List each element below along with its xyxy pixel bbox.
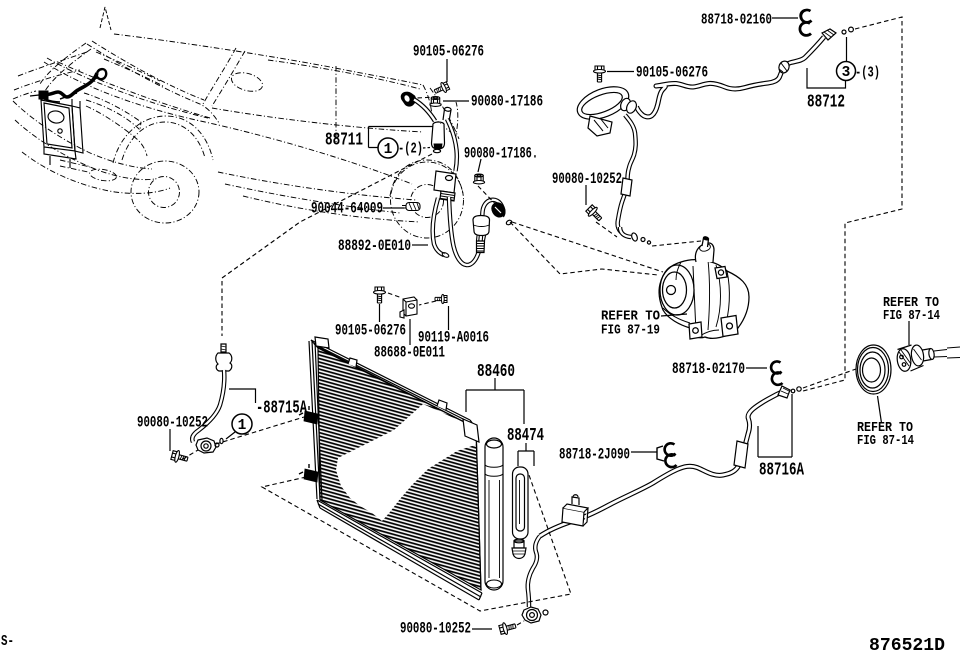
svg-text:90080-10252: 90080-10252 (137, 414, 208, 432)
svg-text:-88715A: -88715A (256, 399, 307, 419)
svg-text:88718-2J090: 88718-2J090 (559, 446, 630, 464)
svg-text:1: 1 (238, 418, 247, 434)
svg-text:REFER TO: REFER TO (857, 421, 913, 436)
svg-text:-(2): -(2) (398, 142, 423, 158)
svg-text:90080-17186.: 90080-17186. (464, 145, 538, 163)
svg-text:88716A: 88716A (759, 461, 804, 481)
svg-text:876521D: 876521D (869, 636, 945, 656)
svg-text:88718-02170: 88718-02170 (672, 360, 745, 378)
svg-text:FIG 87-14: FIG 87-14 (883, 309, 940, 324)
svg-text:3: 3 (842, 65, 851, 81)
svg-text:1: 1 (384, 142, 393, 158)
svg-text:88711: 88711 (325, 131, 363, 151)
svg-text:-(3): -(3) (855, 66, 880, 82)
svg-text:90105-06276: 90105-06276 (636, 64, 708, 82)
svg-text:90044-64009: 90044-64009 (311, 200, 383, 218)
svg-text:88718-02160: 88718-02160 (701, 13, 772, 29)
svg-text:90080-17186: 90080-17186 (471, 93, 543, 111)
svg-text:90119-A0016: 90119-A0016 (418, 329, 489, 347)
svg-text:90105-06276: 90105-06276 (413, 43, 484, 61)
svg-text:REFER TO: REFER TO (601, 310, 660, 325)
svg-text:90080-10252: 90080-10252 (552, 170, 622, 188)
svg-text:FIG 87-14: FIG 87-14 (857, 434, 914, 449)
svg-text:REFER TO: REFER TO (883, 296, 939, 311)
svg-text:88460: 88460 (477, 362, 515, 382)
svg-text:90080-10252: 90080-10252 (400, 620, 471, 638)
svg-text:90105-06276: 90105-06276 (335, 322, 406, 340)
svg-text:88892-0E010: 88892-0E010 (338, 237, 411, 255)
svg-text:S-: S- (1, 633, 14, 650)
svg-text:88474: 88474 (507, 426, 544, 446)
svg-text:88688-0E011: 88688-0E011 (374, 344, 445, 362)
svg-text:FIG 87-19: FIG 87-19 (601, 324, 660, 339)
svg-text:88712: 88712 (807, 93, 845, 113)
